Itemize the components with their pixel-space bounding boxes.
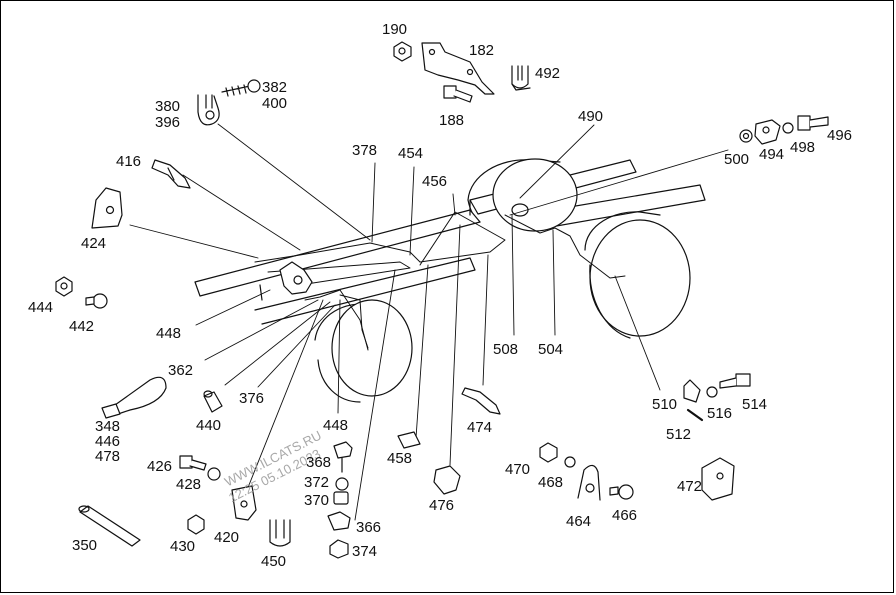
sleeve-440	[203, 390, 223, 413]
bracket-510	[683, 373, 751, 422]
callout-512: 512	[666, 426, 692, 443]
callout-374: 374	[352, 543, 378, 560]
callout-416: 416	[116, 153, 142, 170]
callout-448-upper: 448	[156, 325, 182, 342]
elbow-366	[327, 511, 351, 531]
nut-430	[187, 514, 205, 535]
callout-504: 504	[538, 341, 564, 358]
callout-420: 420	[214, 529, 240, 546]
cable-tie-348	[101, 376, 167, 419]
frame-rail-front	[194, 199, 481, 325]
callout-400: 400	[262, 95, 288, 112]
callout-350: 350	[72, 537, 98, 554]
screw-382	[221, 79, 261, 97]
callout-464: 464	[566, 513, 592, 530]
callout-454: 454	[398, 145, 424, 162]
callout-440: 440	[196, 417, 222, 434]
clip-362	[279, 261, 313, 295]
callout-366: 366	[356, 519, 382, 536]
callout-446: 446	[95, 433, 121, 450]
callout-424: 424	[81, 235, 107, 252]
bracket-472	[701, 457, 735, 501]
screw-426	[179, 455, 221, 481]
callout-182: 182	[469, 42, 495, 59]
bracket-420	[231, 485, 257, 521]
sleeve-458	[397, 431, 421, 449]
callout-442: 442	[69, 318, 95, 335]
callout-378: 378	[352, 142, 378, 159]
callout-456: 456	[422, 173, 448, 190]
callout-348: 348	[95, 418, 121, 435]
bolt-188	[443, 85, 473, 103]
callout-470: 470	[505, 461, 531, 478]
callout-478: 478	[95, 448, 121, 465]
u-clip-450	[269, 519, 291, 547]
callout-494: 494	[759, 146, 785, 163]
callout-472: 472	[677, 478, 703, 495]
callout-498: 498	[790, 139, 816, 156]
nut-374	[329, 539, 349, 559]
banjo-494	[739, 115, 829, 145]
callout-426: 426	[147, 458, 173, 475]
screw-442	[85, 293, 108, 309]
callout-380: 380	[155, 98, 181, 115]
callout-188: 188	[439, 112, 465, 129]
screw-466	[609, 484, 634, 500]
wheel-front	[314, 299, 413, 403]
u-clip-492	[511, 65, 531, 91]
callout-450: 450	[261, 553, 287, 570]
callout-516: 516	[707, 405, 733, 422]
callout-448-lower: 448	[323, 417, 349, 434]
bracket-474	[461, 387, 501, 415]
callout-396: 396	[155, 114, 181, 131]
hose-350	[78, 505, 141, 547]
clamp-464	[577, 464, 601, 501]
callout-466: 466	[612, 507, 638, 524]
clamp-380	[197, 94, 220, 126]
callout-428: 428	[176, 476, 202, 493]
callout-368: 368	[306, 454, 332, 471]
bracket-182	[421, 42, 495, 95]
wheel-rear-top	[467, 158, 578, 232]
callout-474: 474	[467, 419, 493, 436]
callout-496: 496	[827, 127, 853, 144]
bracket-424	[91, 187, 123, 229]
callout-382: 382	[262, 79, 288, 96]
callout-372: 372	[304, 474, 330, 491]
callout-370: 370	[304, 492, 330, 509]
callout-476: 476	[429, 497, 455, 514]
callout-430: 430	[170, 538, 196, 555]
washer-468	[564, 456, 576, 468]
callout-190: 190	[382, 21, 408, 38]
callout-376: 376	[239, 390, 265, 407]
brake-pipes	[254, 211, 626, 351]
nut-444	[55, 276, 73, 297]
wheel-rear-bottom	[584, 211, 691, 339]
callout-500: 500	[724, 151, 750, 168]
callout-444: 444	[28, 299, 54, 316]
leader-lines	[129, 123, 729, 521]
callout-510: 510	[652, 396, 678, 413]
nut-470	[539, 442, 558, 463]
connector-476	[433, 465, 461, 495]
callout-458: 458	[387, 450, 413, 467]
callout-468: 468	[538, 474, 564, 491]
callout-490: 490	[578, 108, 604, 125]
fitting-368	[333, 441, 353, 505]
bracket-416	[151, 159, 191, 189]
callout-492: 492	[535, 65, 561, 82]
callout-514: 514	[742, 396, 768, 413]
callout-508: 508	[493, 341, 519, 358]
nut-190	[393, 41, 412, 62]
callout-362: 362	[168, 362, 194, 379]
